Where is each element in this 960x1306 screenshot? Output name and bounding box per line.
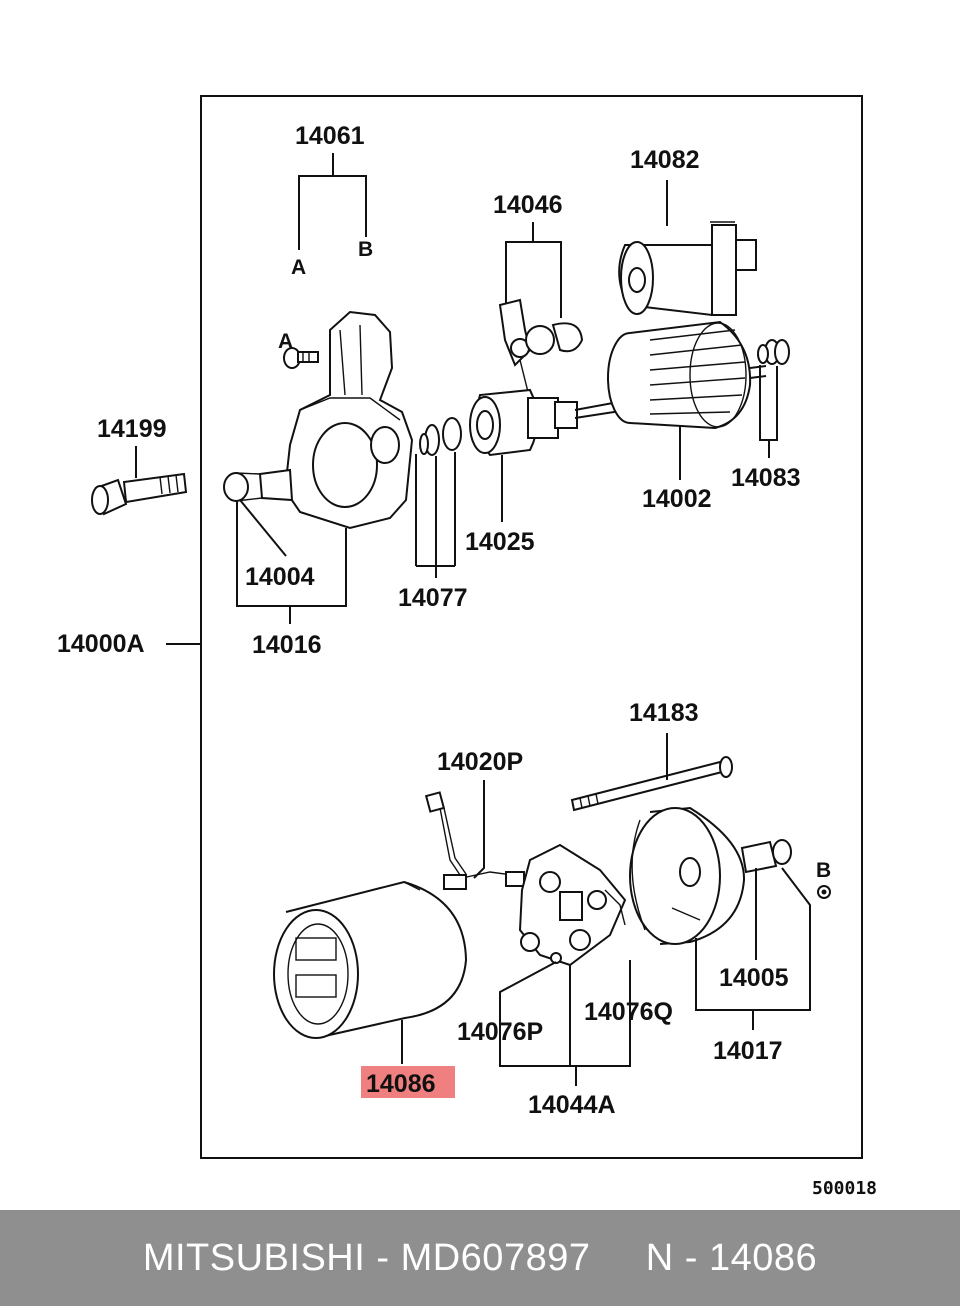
leader-14046: [505, 222, 562, 318]
brush-lead-drawing: [424, 791, 525, 890]
leader-14044A: [499, 960, 631, 1086]
shift-lever-drawing: [498, 298, 584, 401]
label-14183[interactable]: 14183: [629, 699, 699, 727]
label-14077[interactable]: 14077: [398, 584, 468, 612]
front-housing-drawing: [223, 310, 414, 530]
label-14076Q[interactable]: 14076Q: [584, 998, 673, 1026]
label-14046[interactable]: 14046: [493, 191, 563, 219]
yoke-14086-drawing: [273, 880, 468, 1039]
rings-14077-drawing: [419, 417, 462, 456]
label-screw-a: A: [278, 330, 293, 353]
label-nut-b: B: [816, 859, 831, 882]
starter-motor-exploded-diagram: 14061 A B 14082 14046 A: [57, 95, 877, 1199]
label-14002[interactable]: 14002: [642, 485, 712, 513]
brush-holder-drawing: [518, 843, 627, 967]
label-14083[interactable]: 14083: [731, 464, 801, 492]
label-14017[interactable]: 14017: [713, 1037, 783, 1065]
label-14005[interactable]: 14005: [719, 964, 789, 992]
washers-14083-drawing: [757, 339, 790, 365]
label-14020P[interactable]: 14020P: [437, 748, 523, 776]
label-14061[interactable]: 14061: [295, 122, 365, 150]
label-14076P[interactable]: 14076P: [457, 1018, 543, 1046]
label-14025[interactable]: 14025: [465, 528, 535, 556]
armature-drawing: [574, 320, 767, 430]
screw-a-drawing: [283, 347, 319, 369]
rear-bracket-drawing: [629, 806, 792, 945]
footer-part-info: MITSUBISHI - MD607897 N - 14086: [142, 1236, 818, 1279]
label-14082[interactable]: 14082: [630, 146, 700, 174]
nut-b-drawing: [817, 885, 831, 899]
leader-14061: [298, 153, 367, 250]
label-14044A[interactable]: 14044A: [528, 1091, 616, 1119]
label-14061-b: B: [358, 238, 373, 261]
leader-14005-14017: [695, 867, 811, 1030]
reference-code: 500018: [812, 1178, 877, 1199]
leader-14083: [759, 365, 778, 458]
diagram-frame: [200, 95, 863, 1159]
leader-14077: [415, 452, 456, 578]
label-14000A[interactable]: 14000A: [57, 630, 145, 658]
highlight-14086: [361, 1066, 455, 1098]
label-14004[interactable]: 14004: [245, 563, 315, 591]
footer-bar: MITSUBISHI - MD607897 N - 14086: [0, 1210, 960, 1306]
leader-14020P: [473, 780, 485, 879]
label-14061-a: A: [291, 256, 306, 279]
label-14199[interactable]: 14199: [97, 415, 167, 443]
bolt-14199-drawing: [91, 472, 188, 516]
through-bolt-drawing: [570, 756, 733, 812]
label-14016[interactable]: 14016: [252, 631, 322, 659]
label-14086[interactable]: 14086: [366, 1070, 436, 1098]
overrunning-clutch-drawing: [469, 388, 578, 457]
solenoid-drawing: [618, 221, 757, 317]
leader-14004-14016: [236, 499, 347, 624]
